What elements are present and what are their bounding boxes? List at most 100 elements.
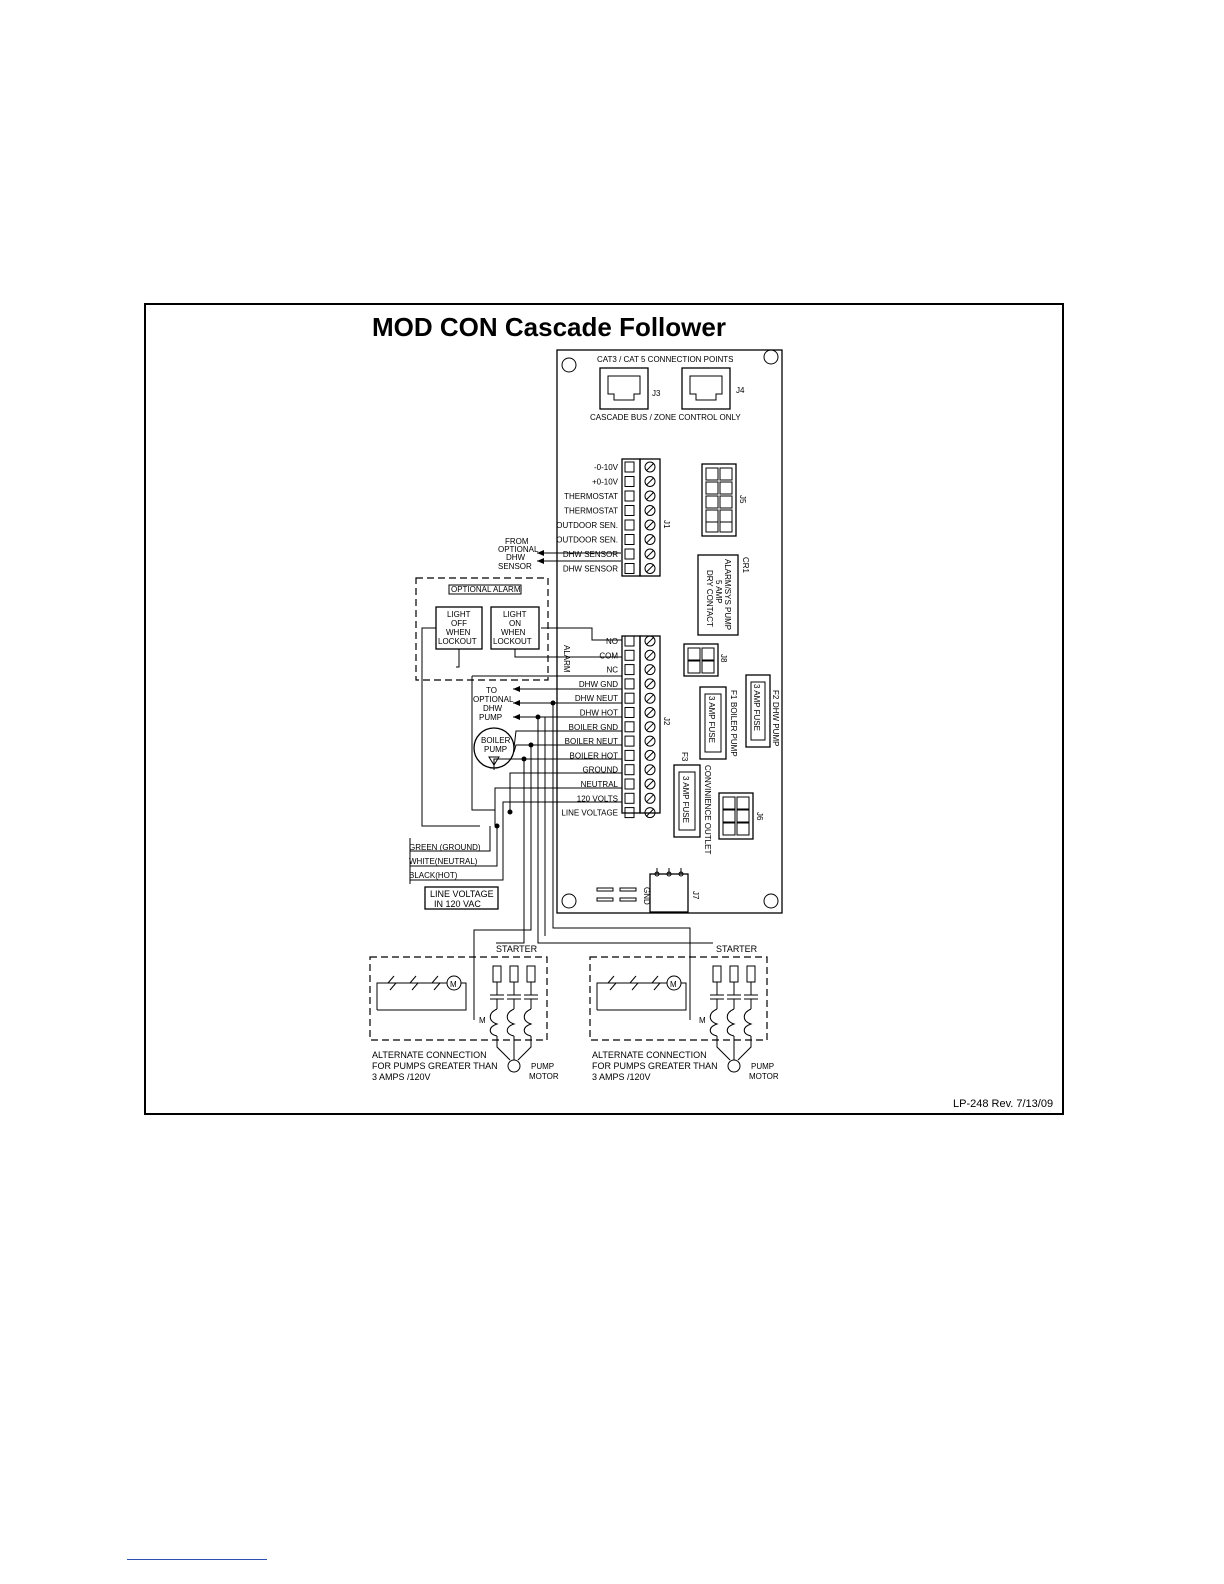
f2-label: F2 — [771, 690, 780, 700]
pump-motor-right-1: PUMP — [751, 1062, 774, 1071]
diagram-frame — [144, 303, 1064, 1115]
j1-pin — [624, 490, 635, 502]
f2-rating: 3 AMP FUSE — [752, 684, 761, 731]
j2-pin — [624, 792, 635, 804]
j1-terminal-label: THERMOSTAT — [564, 492, 618, 501]
j2-terminal-label: 120 VOLTS — [577, 794, 618, 803]
j2-screw-slot — [646, 765, 654, 774]
j8-header: J8 — [683, 643, 728, 677]
j1-screw-icon — [644, 548, 656, 560]
light-on-line: WHEN — [501, 628, 526, 637]
f2-text: DHW PUMP — [771, 702, 780, 746]
boiler-pump: BOILER PUMP — [473, 727, 622, 770]
cr1-label: CR1 — [741, 557, 750, 574]
j2-pin — [624, 664, 635, 676]
j2-pin — [624, 807, 635, 819]
j1-screw-slot — [646, 521, 654, 529]
j2-terminal-label: DHW HOT — [580, 709, 618, 718]
j2-screw-icon — [644, 678, 656, 690]
j1-label: J1 — [662, 520, 671, 529]
line-voltage-line-2: IN 120 VAC — [434, 899, 481, 909]
j2-terminal-label: BOILER NEUT — [565, 737, 618, 746]
j1-terminal-label: DHW SENSOR — [563, 550, 618, 559]
j1-screw-slot — [646, 477, 654, 486]
wire-black: BLACK(HOT) — [409, 871, 458, 880]
starter-right-motor-symbol: M — [670, 980, 677, 989]
alt-left-2: FOR PUMPS GREATER THAN — [372, 1061, 498, 1071]
cr1-relay: CR1 ALARM/SYS PUMP 5 AMP DRY CONTACT — [697, 554, 750, 636]
j1-terminal-block: -0-10V+0-10VTHERMOSTATTHERMOSTATOUTDOOR … — [556, 458, 671, 577]
j5-header: J5 — [701, 463, 747, 537]
j1-screw-slot — [646, 506, 654, 515]
j1-screw-icon — [644, 490, 656, 502]
j2-label: J2 — [662, 717, 671, 726]
f3-label: F3 — [680, 752, 689, 762]
j1-terminal-label: OUTDOOR SEN. — [556, 536, 618, 545]
dhw-pump-note-line: DHW — [483, 704, 503, 713]
cat5-header-label: CAT3 / CAT 5 CONNECTION POINTS — [597, 355, 733, 364]
line-voltage-line-1: LINE VOLTAGE — [430, 889, 494, 899]
dhw-sensor-note-line: SENSOR — [498, 562, 532, 571]
j1-screw-slot — [646, 463, 654, 471]
j2-pin — [624, 764, 635, 776]
f1-text: BOILER PUMP — [729, 702, 738, 757]
j2-terminal-label: BOILER HOT — [570, 751, 619, 760]
j1-screw-icon — [644, 534, 656, 545]
starter-left-contact: M — [479, 1016, 486, 1025]
fuse-f1: 3 AMP FUSE F1 BOILER PUMP — [699, 686, 738, 760]
j6-header: J6 — [718, 792, 764, 840]
j2-pin — [624, 649, 635, 661]
j2-pin — [624, 707, 635, 718]
j1-pin — [624, 505, 635, 516]
f1-rating: 3 AMP FUSE — [707, 696, 716, 743]
footer-rule — [127, 1559, 267, 1560]
j2-screw-icon — [644, 807, 656, 819]
alt-right-2: FOR PUMPS GREATER THAN — [592, 1061, 718, 1071]
dhw-sensor-note-line: FROM — [505, 537, 529, 546]
j1-terminal-label: DHW SENSOR — [563, 565, 618, 574]
j2-screw-slot — [646, 708, 654, 717]
dhw-sensor-note: FROM OPTIONAL DHW SENSOR — [498, 537, 621, 571]
light-off-line: LOCKOUT — [438, 637, 477, 646]
j2-terminal-label: BOILER GND — [569, 723, 619, 732]
j2-screw-icon — [644, 735, 656, 747]
j1-screw-icon — [644, 563, 656, 574]
light-off-line: OFF — [451, 619, 467, 628]
j2-pin — [624, 749, 635, 761]
j1-pin — [624, 519, 635, 531]
j2-screw-slot — [646, 665, 654, 674]
j2-screw-slot — [646, 694, 654, 703]
j2-screw-icon — [644, 749, 656, 761]
f3-rating: 3 AMP FUSE — [681, 776, 690, 823]
fuse-f2: 3 AMP FUSE F2 DHW PUMP — [745, 674, 780, 748]
pump-motor-left-1: PUMP — [531, 1062, 554, 1071]
j1-screw-icon — [644, 461, 656, 473]
j2-terminal-label: DHW NEUT — [575, 694, 618, 703]
starter-left: STARTER M M PUMP MOTOR ALTERNATE CONNECT… — [369, 944, 559, 1082]
j7-label: J7 — [691, 891, 700, 900]
starter-left-label: STARTER — [496, 944, 538, 954]
wire-white: WHITE(NEUTRAL) — [409, 857, 478, 866]
j2-pin — [624, 692, 635, 704]
alarm-label: ALARM — [562, 645, 571, 673]
cr1-line-1: ALARM/SYS PUMP — [723, 559, 732, 630]
diagram-title: MOD CON Cascade Follower — [372, 312, 726, 342]
j2-screw-icon — [644, 635, 656, 647]
j2-screw-slot — [646, 637, 654, 645]
j2-pin — [624, 678, 635, 690]
j1-screw-icon — [644, 476, 656, 487]
control-board — [556, 349, 783, 914]
j4-label: J4 — [736, 386, 745, 395]
j3-label: J3 — [652, 389, 661, 398]
j1-pin — [624, 563, 635, 574]
j2-screw-slot — [646, 808, 654, 817]
alt-right-3: 3 AMPS /120V — [592, 1072, 651, 1082]
j2-screw-slot — [646, 737, 654, 745]
f1-label: F1 — [729, 690, 738, 700]
gnd-label: GND — [642, 887, 651, 905]
j2-pin — [624, 635, 635, 647]
j2-screw-icon — [644, 707, 656, 718]
cat5-footer-label: CASCADE BUS / ZONE CONTROL ONLY — [590, 413, 741, 422]
j2-screw-slot — [646, 722, 654, 731]
